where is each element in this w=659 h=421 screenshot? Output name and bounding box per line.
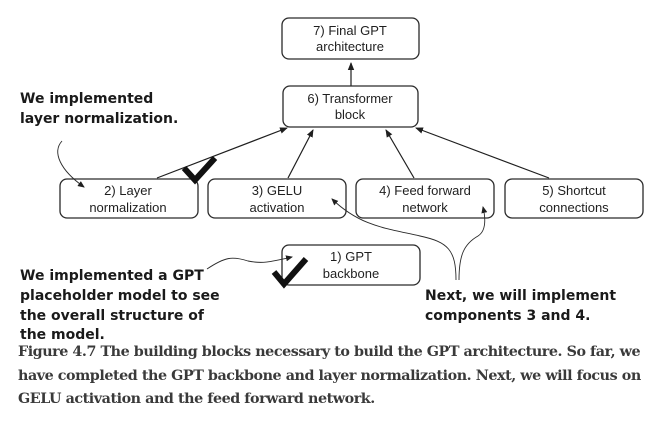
note-layer-normalization: We implemented layer normalization. xyxy=(20,91,178,127)
node-label-line: 4) Feed forward xyxy=(379,183,471,198)
node-layer-normalization: 2) Layer normalization xyxy=(59,178,199,219)
node-label-line: network xyxy=(402,200,448,215)
figure-caption: Figure 4.7 The building blocks necessary… xyxy=(18,344,641,407)
node-label-line: 1) GPT xyxy=(330,249,372,264)
note-line: layer normalization. xyxy=(20,111,178,127)
node-label-line: activation xyxy=(250,200,305,215)
edges xyxy=(156,62,550,179)
node-final-gpt: 7) Final GPT architecture xyxy=(281,17,420,60)
node-label-line: 3) GELU xyxy=(252,183,303,198)
node-label-line: architecture xyxy=(316,39,384,54)
note-line: placeholder model to see xyxy=(20,288,220,304)
node-gpt-backbone: 1) GPT backbone xyxy=(281,244,421,286)
node-gelu-activation: 3) GELU activation xyxy=(207,178,347,219)
edge-layernorm-to-transformer xyxy=(156,127,288,179)
note-line: We implemented xyxy=(20,91,153,107)
edge-feedforward-to-transformer xyxy=(385,129,415,179)
note-line: We implemented a GPT xyxy=(20,268,204,284)
edge-shortcut-to-transformer xyxy=(415,127,550,179)
note-line: the model. xyxy=(20,327,105,340)
callout-arrow-backbone xyxy=(206,255,293,270)
note-line: Next, we will implement xyxy=(425,288,616,304)
node-label-line: 2) Layer xyxy=(104,183,152,198)
note-line: components 3 and 4. xyxy=(425,308,590,324)
edge-gelu-to-transformer xyxy=(287,129,314,179)
note-line: the overall structure of xyxy=(20,308,205,324)
node-feed-forward-network: 4) Feed forward network xyxy=(355,178,495,219)
gpt-building-blocks-diagram: 7) Final GPT architecture 6) Transformer… xyxy=(20,17,644,340)
callout-arrow-feed-forward xyxy=(458,206,488,281)
node-shortcut-connections: 5) Shortcut connections xyxy=(504,178,644,219)
callout-arrow-gelu xyxy=(331,198,457,281)
node-label-line: backbone xyxy=(323,266,379,281)
node-transformer-block: 6) Transformer block xyxy=(282,85,419,128)
node-label-line: connections xyxy=(539,200,609,215)
note-gpt-backbone: We implemented a GPT placeholder model t… xyxy=(20,268,220,340)
checkmark-icon xyxy=(181,155,218,185)
checkmark-icon xyxy=(271,257,309,289)
note-next-steps: Next, we will implement components 3 and… xyxy=(425,288,616,324)
node-label-line: 5) Shortcut xyxy=(542,183,606,198)
node-label-line: normalization xyxy=(89,200,166,215)
callout-arrow-layer-norm xyxy=(57,140,85,188)
node-label-line: block xyxy=(335,107,366,122)
node-label-line: 7) Final GPT xyxy=(313,23,387,38)
node-label-line: 6) Transformer xyxy=(307,91,393,106)
